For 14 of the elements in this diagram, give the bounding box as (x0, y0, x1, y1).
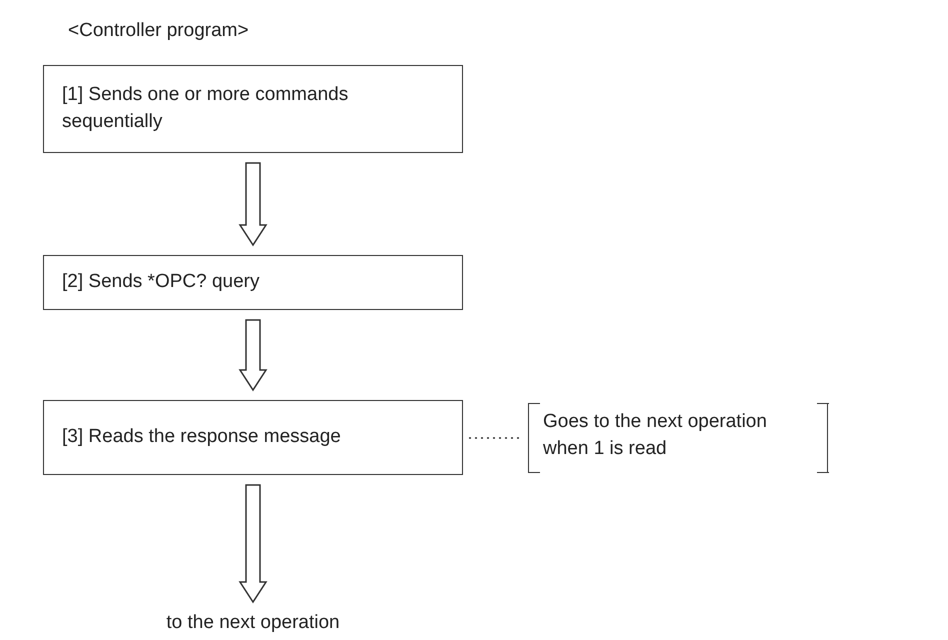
next-step-text: to the next operation (158, 612, 348, 638)
process-box (43, 400, 463, 475)
process-box (43, 255, 463, 310)
bracket-note (528, 403, 828, 473)
diagram-title: <Controller program> (68, 20, 250, 42)
node-text: Goes to the next operation when 1 is read (543, 411, 767, 459)
node-text: [3] Reads the response message (62, 426, 341, 448)
node-text: [1] Sends one or more commands sequentially (62, 84, 348, 132)
block-arrow (238, 319, 268, 392)
block-arrow (238, 484, 268, 604)
dotted-line (469, 437, 522, 439)
block-arrow (238, 162, 268, 246)
process-box (43, 65, 463, 153)
node-text: [2] Sends *OPC? query (62, 271, 260, 292)
